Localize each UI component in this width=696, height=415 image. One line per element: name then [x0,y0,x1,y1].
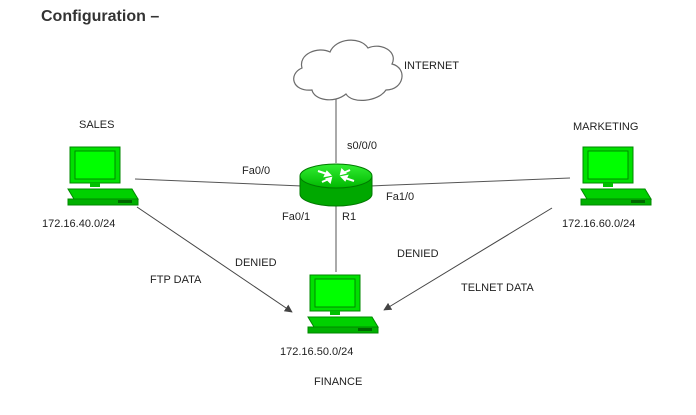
router-icon [299,163,373,207]
sales-flow-traffic-label: FTP DATA [150,274,202,286]
router-name-label: R1 [342,211,357,223]
marketing-computer-icon [580,146,652,206]
marketing-flow-status-label: DENIED [397,248,439,260]
flow-arrow-sales-to-finance [136,206,293,313]
link-marketing-router [369,177,571,187]
marketing-network-label: 172.16.60.0/24 [562,218,636,230]
internet-label: INTERNET [404,60,459,72]
finance-computer-icon [307,274,379,334]
interface-fa10-label: Fa1/0 [386,191,415,203]
link-sales-router [134,178,303,187]
marketing-label: MARKETING [573,121,639,133]
page-title: Configuration – [41,8,160,25]
interface-fa01-label: Fa0/1 [282,211,311,223]
finance-label: FINANCE [314,376,363,388]
sales-network-label: 172.16.40.0/24 [42,218,116,230]
interface-s000-label: s0/0/0 [347,140,377,152]
finance-network-label: 172.16.50.0/24 [280,346,354,358]
sales-flow-status-label: DENIED [235,257,277,269]
interface-fa00-label: Fa0/0 [242,165,271,177]
flow-arrow-marketing-to-finance [383,207,553,311]
marketing-flow-traffic-label: TELNET DATA [461,282,534,294]
cloud-icon [293,39,403,101]
sales-computer-icon [67,146,139,206]
sales-label: SALES [79,119,115,131]
